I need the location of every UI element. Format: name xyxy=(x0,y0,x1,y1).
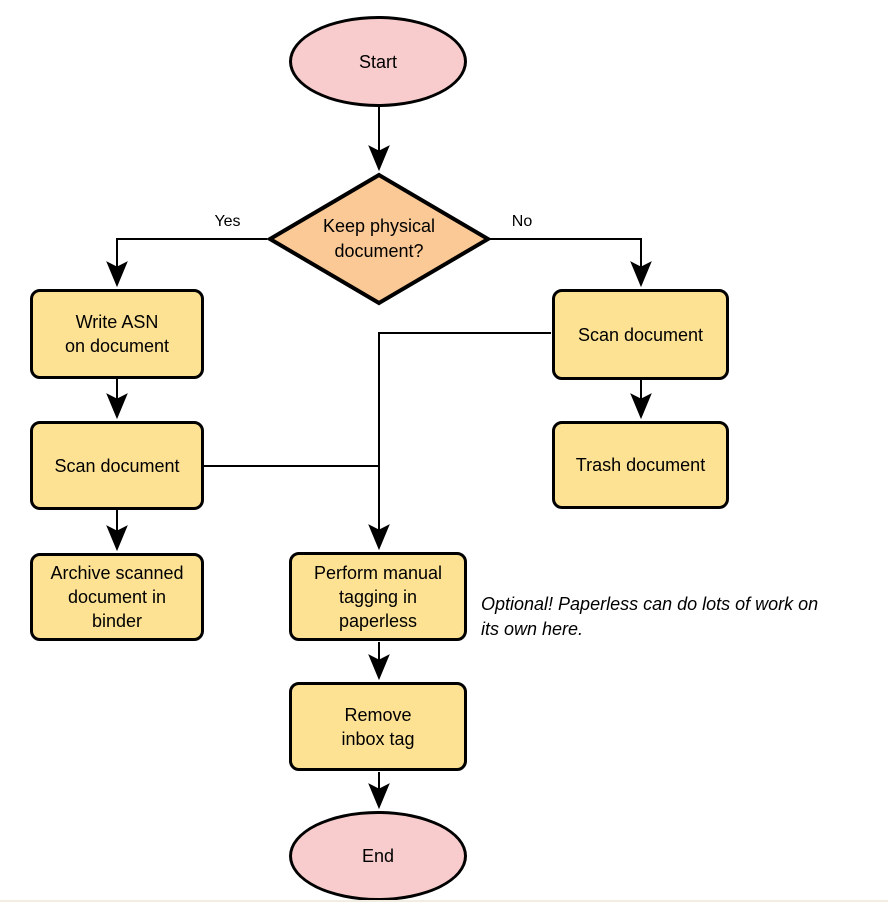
node-trash-document: Trash document xyxy=(552,421,729,509)
edge-label-yes: Yes xyxy=(214,213,241,230)
edge-label-no: No xyxy=(511,213,533,230)
optional-note: Optional! Paperless can do lots of work … xyxy=(481,594,819,639)
node-end: End xyxy=(289,811,467,901)
node-start: Start xyxy=(289,16,467,107)
node-manual-tagging: Perform manual tagging in paperless xyxy=(289,552,467,641)
node-remove-inbox-tag: Remove inbox tag xyxy=(289,682,467,771)
page-boundary-line xyxy=(0,900,888,902)
edge-decision-no-to-scan-right xyxy=(489,238,652,288)
node-scan-document-right: Scan document xyxy=(552,289,729,380)
node-scan-document-left: Scan document xyxy=(30,421,204,510)
node-archive-scanned: Archive scanned document in binder xyxy=(30,553,204,641)
edge-decision-yes-to-write-asn xyxy=(106,238,267,288)
node-write-asn: Write ASN on document xyxy=(30,289,204,379)
edge-scan-right-to-tagging xyxy=(368,332,551,551)
decision-diamond-shape xyxy=(266,172,492,306)
node-decision-label: Keep physical document? xyxy=(322,216,436,261)
